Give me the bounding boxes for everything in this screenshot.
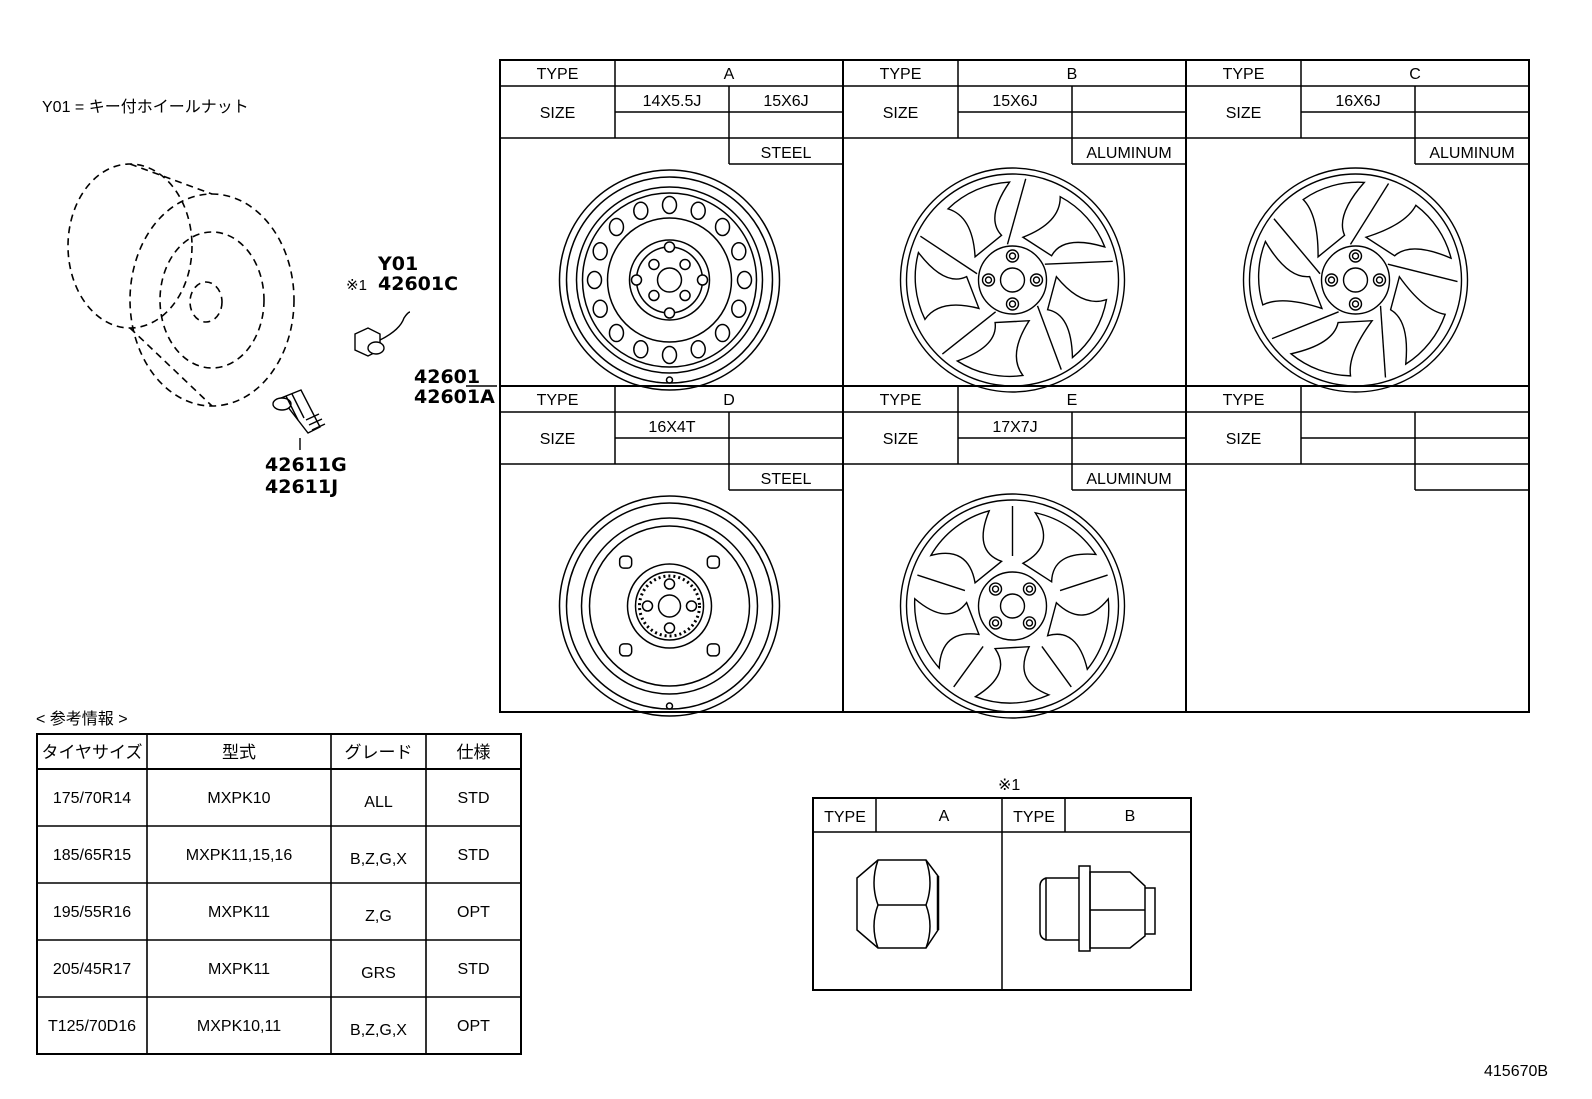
cell-grade: Z,G <box>365 908 392 925</box>
wheel-drawing-a <box>558 169 781 391</box>
material-label: STEEL <box>761 145 812 162</box>
size-value-2: 15X6J <box>763 93 808 110</box>
type-label: TYPE <box>537 66 579 83</box>
wheel-cell-b: TYPE SIZE B 15X6J ALUMINUM <box>843 60 1186 393</box>
type-value: E <box>1067 392 1078 409</box>
type-label: TYPE <box>880 66 922 83</box>
cell-spec: OPT <box>457 904 490 921</box>
cell-model-code: MXPK10,11 <box>197 1018 281 1035</box>
valve-part-number-1: 42611G <box>265 454 347 476</box>
valve-part-number-2: 42611J <box>265 476 338 498</box>
wheel-type-grid: TYPE SIZE A 14X5.5J 15X6J STEEL TYPE SIZE B 15X6J… <box>499 59 1530 719</box>
nut-ref-mark: ※1 <box>346 277 367 294</box>
type-label: TYPE <box>880 392 922 409</box>
cell-spec: STD <box>458 961 490 978</box>
nut-part-number: 42601C <box>378 273 458 295</box>
cell-grade: ALL <box>364 794 393 811</box>
table-row: 205/45R17 MXPK11 GRS STD <box>53 961 490 982</box>
size-label: SIZE <box>1226 431 1262 448</box>
nut-type-b-label: TYPE <box>1013 809 1055 826</box>
size-value-1: 15X6J <box>992 93 1037 110</box>
type-label: TYPE <box>537 392 579 409</box>
cell-tire-size: 195/55R16 <box>53 904 131 921</box>
wheel-part-number-1: 42601 <box>414 366 480 388</box>
wheel-cell-e: TYPE SIZE E 17X7J ALUMINUM <box>843 386 1186 719</box>
reference-info-title: < 参考情報 > <box>36 710 128 728</box>
nut-types-title: ※1 <box>998 777 1020 794</box>
nut-code: Y01 <box>377 253 418 275</box>
size-label: SIZE <box>1226 105 1262 122</box>
wheel-drawing-b <box>899 167 1126 393</box>
size-value-1: 16X6J <box>1335 93 1380 110</box>
cell-grade: GRS <box>361 965 396 982</box>
wheel-drawing-d <box>558 495 781 717</box>
cell-tire-size: T125/70D16 <box>48 1018 136 1035</box>
material-label: ALUMINUM <box>1429 145 1514 162</box>
wheel-drawing-e <box>899 493 1126 719</box>
header-tire-size: タイヤサイズ <box>42 743 143 762</box>
type-value: D <box>723 392 735 409</box>
nut-type-b-value: B <box>1125 808 1136 825</box>
nut-type-b-drawing <box>1039 865 1156 952</box>
cell-tire-size: 185/65R15 <box>53 847 131 864</box>
cell-spec: STD <box>458 847 490 864</box>
type-label: TYPE <box>1223 392 1265 409</box>
nut-type-a-drawing <box>856 859 940 949</box>
size-label: SIZE <box>883 105 919 122</box>
wheel-cell-blank: TYPE SIZE <box>1186 386 1529 491</box>
cell-model-code: MXPK10 <box>207 790 270 807</box>
header-model-code: 型式 <box>222 743 256 762</box>
wheel-cell-c: TYPE SIZE C 16X6J ALUMINUM <box>1186 60 1529 393</box>
nut-types-table: TYPE A TYPE B <box>812 797 1192 991</box>
size-value-1: 17X7J <box>992 419 1037 436</box>
cell-tire-size: 175/70R14 <box>53 790 131 807</box>
type-value: B <box>1067 66 1078 83</box>
cell-model-code: MXPK11 <box>208 961 270 978</box>
valve-stem-illustration <box>272 389 326 450</box>
material-label: ALUMINUM <box>1086 471 1171 488</box>
nut-type-a-label: TYPE <box>824 809 866 826</box>
wheel-cell-d: TYPE SIZE D 16X4T STEEL <box>500 386 843 717</box>
nut-type-a-value: A <box>939 808 950 825</box>
cell-grade: B,Z,G,X <box>350 1022 407 1039</box>
material-label: STEEL <box>761 471 812 488</box>
header-grade: グレード <box>345 743 413 762</box>
table-row: 185/65R15 MXPK11,15,16 B,Z,G,X STD <box>53 847 490 868</box>
cell-model-code: MXPK11 <box>208 904 270 921</box>
key-nut-note: Y01 = キー付ホイールナット <box>42 98 249 116</box>
size-value-1: 14X5.5J <box>643 93 702 110</box>
size-label: SIZE <box>883 431 919 448</box>
table-row: 175/70R14 MXPK10 ALL STD <box>53 790 490 811</box>
tire-illustration <box>67 163 295 407</box>
size-label: SIZE <box>540 431 576 448</box>
drawing-code: 415670B <box>1484 1063 1548 1080</box>
lug-nut-illustration <box>354 311 411 357</box>
size-label: SIZE <box>540 105 576 122</box>
table-row: T125/70D16 MXPK10,11 B,Z,G,X OPT <box>48 1018 490 1039</box>
wheel-cell-a: TYPE SIZE A 14X5.5J 15X6J STEEL <box>500 60 843 391</box>
wheel-drawing-c <box>1242 167 1469 393</box>
cell-spec: OPT <box>457 1018 490 1035</box>
table-row: 195/55R16 MXPK11 Z,G OPT <box>53 904 490 925</box>
type-label: TYPE <box>1223 66 1265 83</box>
type-value: A <box>724 66 735 83</box>
material-label: ALUMINUM <box>1086 145 1171 162</box>
cell-grade: B,Z,G,X <box>350 851 407 868</box>
cell-tire-size: 205/45R17 <box>53 961 131 978</box>
header-spec: 仕様 <box>457 743 491 762</box>
type-value: C <box>1409 66 1421 83</box>
cell-spec: STD <box>458 790 490 807</box>
size-value-1: 16X4T <box>648 419 695 436</box>
cell-model-code: MXPK11,15,16 <box>186 847 293 864</box>
wheel-part-number-2: 42601A <box>414 386 495 408</box>
